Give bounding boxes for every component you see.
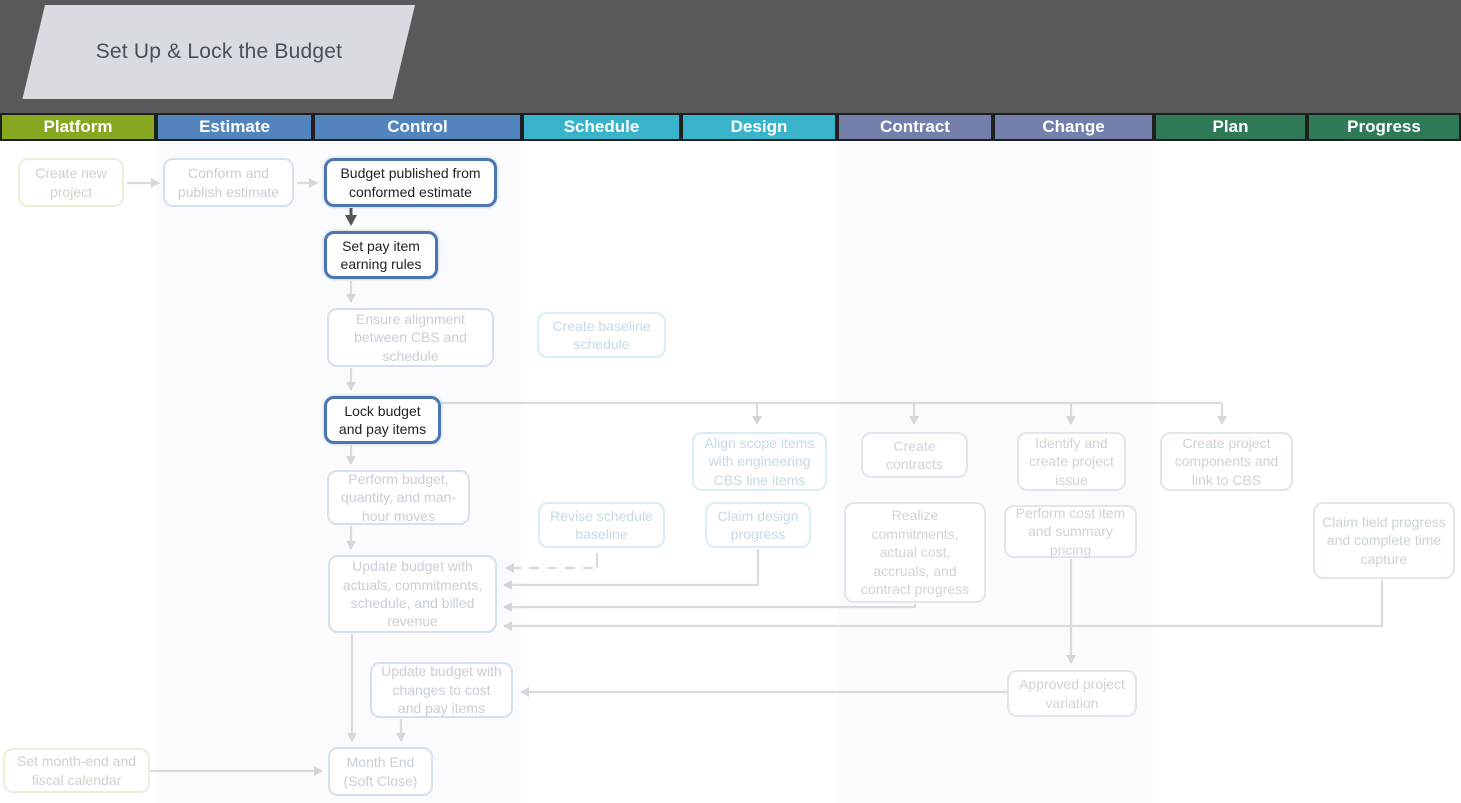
flow-box-align-scope[interactable]: Align scope items with engineering CBS l… xyxy=(692,432,827,491)
title-banner-bar: Set Up & Lock the Budget xyxy=(0,0,1461,113)
flow-box-create-contracts[interactable]: Create contracts xyxy=(861,432,968,478)
lane-header-estimate: Estimate xyxy=(158,115,311,139)
flow-box-lock-budget[interactable]: Lock budget and pay items xyxy=(324,396,441,444)
flow-box-budget-published[interactable]: Budget published from conformed estimate xyxy=(324,158,497,207)
flow-box-revise-schedule-baseline[interactable]: Revise schedule baseline xyxy=(538,502,665,548)
flow-box-create-new-project[interactable]: Create new project xyxy=(18,158,124,207)
flow-box-set-pay-item[interactable]: Set pay item earning rules xyxy=(324,231,438,279)
lane-header-plan: Plan xyxy=(1156,115,1305,139)
flow-box-create-baseline-schedule[interactable]: Create baseline schedule xyxy=(537,312,666,358)
flow-box-perform-budget-moves[interactable]: Perform budget, quantity, and man-hour m… xyxy=(327,470,470,525)
flow-box-set-month-end[interactable]: Set month-end and fiscal calendar xyxy=(3,748,150,793)
flow-box-ensure-alignment[interactable]: Ensure alignment between CBS and schedul… xyxy=(327,308,494,367)
flow-box-claim-design-progress[interactable]: Claim design progress xyxy=(705,502,811,548)
flow-box-update-budget-actuals[interactable]: Update budget with actuals, commitments,… xyxy=(328,555,497,633)
lane-header-design: Design xyxy=(683,115,835,139)
lane-header-change: Change xyxy=(995,115,1152,139)
lane-header-contract: Contract xyxy=(839,115,991,139)
flow-box-realize-commitments[interactable]: Realize commitments, actual cost, accrua… xyxy=(844,502,986,603)
lane-header-schedule: Schedule xyxy=(524,115,679,139)
flow-box-claim-field-progress[interactable]: Claim field progress and complete time c… xyxy=(1313,502,1455,579)
lane-header-progress: Progress xyxy=(1309,115,1459,139)
flow-box-conform-publish-estimate[interactable]: Conform and publish estimate xyxy=(163,158,294,207)
lane-header-control: Control xyxy=(315,115,520,139)
page-title: Set Up & Lock the Budget xyxy=(95,40,342,63)
flow-box-update-budget-changes[interactable]: Update budget with changes to cost and p… xyxy=(370,662,513,718)
flow-box-identify-create-issue[interactable]: Identify and create project issue xyxy=(1017,432,1126,491)
flow-box-perform-cost-item[interactable]: Perform cost item and summary pricing xyxy=(1004,505,1137,558)
flow-box-month-end[interactable]: Month End (Soft Close) xyxy=(328,747,433,796)
flow-box-approved-variation[interactable]: Approved project variation xyxy=(1007,670,1137,717)
flow-box-create-components[interactable]: Create project components and link to CB… xyxy=(1160,432,1293,491)
lane-header-platform: Platform xyxy=(2,115,154,139)
title-shape: Set Up & Lock the Budget xyxy=(22,5,416,99)
